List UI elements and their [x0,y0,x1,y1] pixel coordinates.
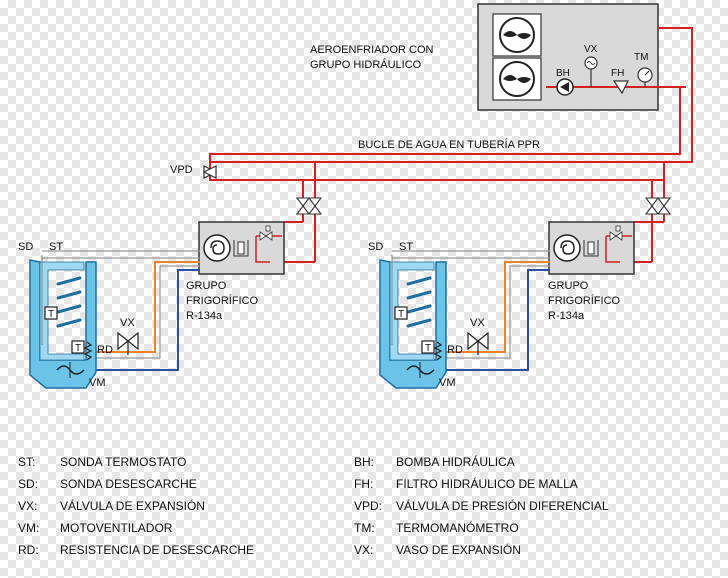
st-label: ST [49,241,63,253]
thermostat-icon [421,340,435,354]
aeroenfriador-unit: VX TM BH FH [477,3,686,111]
legend-desc: VÁLVULA DE PRESIÓN DIFERENCIAL [396,498,609,513]
compressor-icon [203,234,231,262]
legend-left: ST: SONDA TERMOSTATO SD: SONDA DESESCARC… [18,455,254,557]
t-lower-label: T [75,343,81,354]
legend-abbr: VX: [354,543,373,557]
legend-abbr: ST: [18,455,35,469]
aero-label-line1: AEROENFRIADOR CON [310,44,434,56]
thermostat-icon [44,306,58,320]
vx-top-label: VX [584,44,598,55]
resistance-icon [433,341,443,361]
vm-label: VM [439,377,456,389]
legend-abbr: VM: [18,521,39,535]
t-upper-label: T [48,309,54,320]
t-lower-label: T [425,343,431,354]
rd-label: RD [97,344,113,356]
legend-right: BH: BOMBA HIDRÁULICA FH: FILTRO HIDRÁULI… [354,454,609,557]
grupo-label-line1: GRUPO [186,280,227,292]
sd-label: SD [18,241,33,253]
expansion-valve-icon [467,331,479,351]
vpd-label: VPD [170,164,193,176]
fh-top-label: FH [611,68,624,79]
resistance-icon [83,341,93,361]
legend-desc: TERMOMANÓMETRO [396,520,519,535]
legend-desc: BOMBA HIDRÁULICA [396,454,515,469]
bucle-label: BUCLE DE AGUA EN TUBERÍA PPR [358,138,540,151]
t-upper-label: T [398,309,404,320]
legend-abbr: RD: [18,543,39,557]
legend-abbr: FH: [354,477,373,491]
refrigeration-unit-2: SD ST T T RD VX VM GRUPO FRIGORÍFICO R-1… [368,221,635,389]
thermostat-icon [394,306,408,320]
legend-abbr: BH: [354,455,374,469]
compressor-icon [553,234,581,262]
st-label: ST [399,241,413,253]
legend-desc: VÁLVULA DE EXPANSIÓN [60,498,205,513]
vpd-valve-icon [202,165,218,179]
sd-label: SD [368,241,383,253]
grupo-label-line2: FRIGORÍFICO [548,294,621,307]
bh-top-label: BH [556,68,570,79]
legend-desc: MOTOVENTILADOR [60,521,173,535]
thermostat-icon [71,340,85,354]
grupo-label-line1: GRUPO [548,280,589,292]
water-loop [209,27,693,263]
vx-label: VX [120,317,135,329]
grupo-label-line2: FRIGORÍFICO [186,294,259,307]
tm-top-label: TM [634,52,648,63]
expansion-valve-icon [117,331,129,351]
grupo-label-line3: R-134a [186,310,223,322]
filter-icon [612,80,629,95]
legend-abbr: VX: [18,499,37,513]
legend-abbr: TM: [354,521,375,535]
legend-desc: FILTRO HIDRÁULICO DE MALLA [396,476,578,491]
legend-desc: SONDA DESESCARCHE [60,477,197,491]
legend-desc: VASO DE EXPANSIÓN [396,542,521,557]
aero-label-line2: GRUPO HIDRÁULICO [310,58,422,71]
legend-desc: RESISTENCIA DE DESESCARCHE [60,543,254,557]
shutoff-valve-icon [295,197,672,215]
vx-label: VX [470,317,485,329]
legend-desc: SONDA TERMOSTATO [60,455,186,469]
legend-abbr: VPD: [354,499,382,513]
vm-label: VM [89,377,106,389]
rd-label: RD [447,344,463,356]
legend-abbr: SD: [18,477,38,491]
grupo-label-line3: R-134a [548,310,585,322]
refrigeration-unit-1: SD ST T T RD VX VM GRUPO FRIGORÍFICO R-1… [18,221,285,389]
